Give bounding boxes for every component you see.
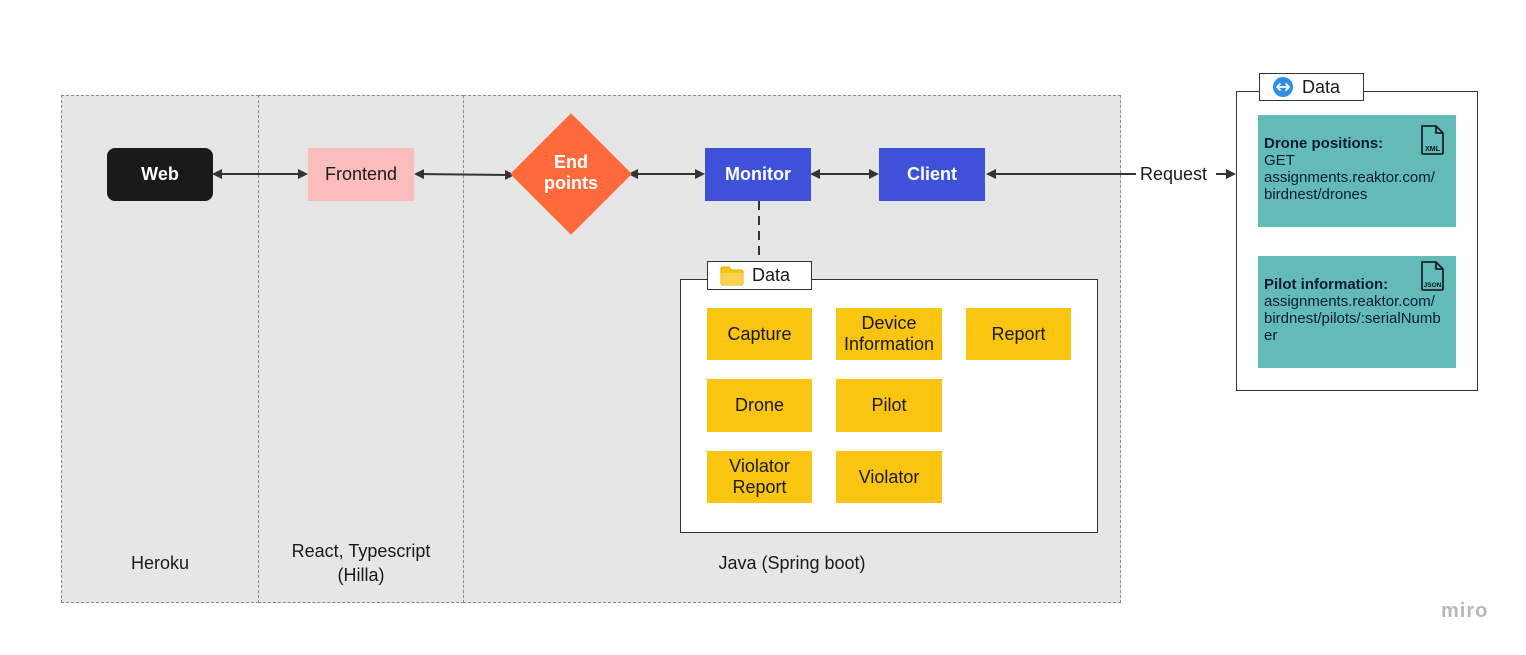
endpoints-label: End points (514, 152, 628, 194)
endpoints-label-line1: End (554, 152, 588, 172)
entity-drone[interactable]: Drone (707, 379, 812, 432)
drone-positions-url-line1: assignments.reaktor.com/ (1264, 169, 1435, 186)
entity-device-information[interactable]: Device Information (836, 308, 942, 360)
zone-label-react: React, Typescript (Hilla) (258, 539, 464, 587)
pilot-information-card[interactable]: Pilot information: assignments.reaktor.c… (1258, 256, 1456, 368)
zone-label-heroku: Heroku (130, 553, 190, 573)
entity-violator-report[interactable]: Violator Report (707, 451, 812, 503)
drone-positions-title: Drone positions: (1264, 135, 1384, 152)
pilot-information-url-line2: birdnest/pilots/:serialNumb (1264, 310, 1441, 327)
data-frame-title: Data (752, 265, 791, 285)
monitor-node[interactable]: Monitor (705, 148, 811, 201)
xml-file-icon: XML (1418, 124, 1446, 161)
external-data-title: Data (1302, 76, 1341, 97)
pilot-information-url-line1: assignments.reaktor.com/ (1264, 293, 1435, 310)
drone-positions-url-line2: birdnest/drones (1264, 186, 1368, 203)
external-data-tab: Data (1259, 73, 1364, 101)
drone-positions-method: GET (1264, 152, 1295, 169)
zone-label-react-line2: (Hilla) (337, 565, 385, 585)
entity-report[interactable]: Report (966, 308, 1071, 360)
svg-text:JSON: JSON (1424, 282, 1442, 289)
entity-capture[interactable]: Capture (707, 308, 812, 360)
endpoints-label-line2: points (544, 173, 598, 193)
json-file-icon: JSON (1418, 260, 1446, 297)
connector-frontend-endpoints (414, 169, 515, 180)
zone-label-java: Java (Spring boot) (718, 553, 866, 573)
miro-logo: miro (1441, 600, 1489, 622)
pilot-information-url-line3: er (1264, 327, 1278, 344)
frontend-node[interactable]: Frontend (308, 148, 414, 201)
drone-positions-card[interactable]: Drone positions: GET assignments.reaktor… (1258, 115, 1456, 227)
svg-text:XML: XML (1425, 146, 1441, 153)
web-node[interactable]: Web (107, 148, 213, 201)
folder-icon (720, 266, 744, 285)
entity-violator[interactable]: Violator (836, 451, 942, 503)
zone-label-react-line1: React, Typescript (291, 541, 431, 561)
pilot-information-title: Pilot information: (1264, 276, 1389, 293)
entity-pilot[interactable]: Pilot (836, 379, 942, 432)
data-frame-tab: Data (707, 261, 812, 290)
api-exchange-icon (1273, 77, 1293, 97)
request-label: Request (1140, 164, 1208, 184)
client-node[interactable]: Client (879, 148, 985, 201)
